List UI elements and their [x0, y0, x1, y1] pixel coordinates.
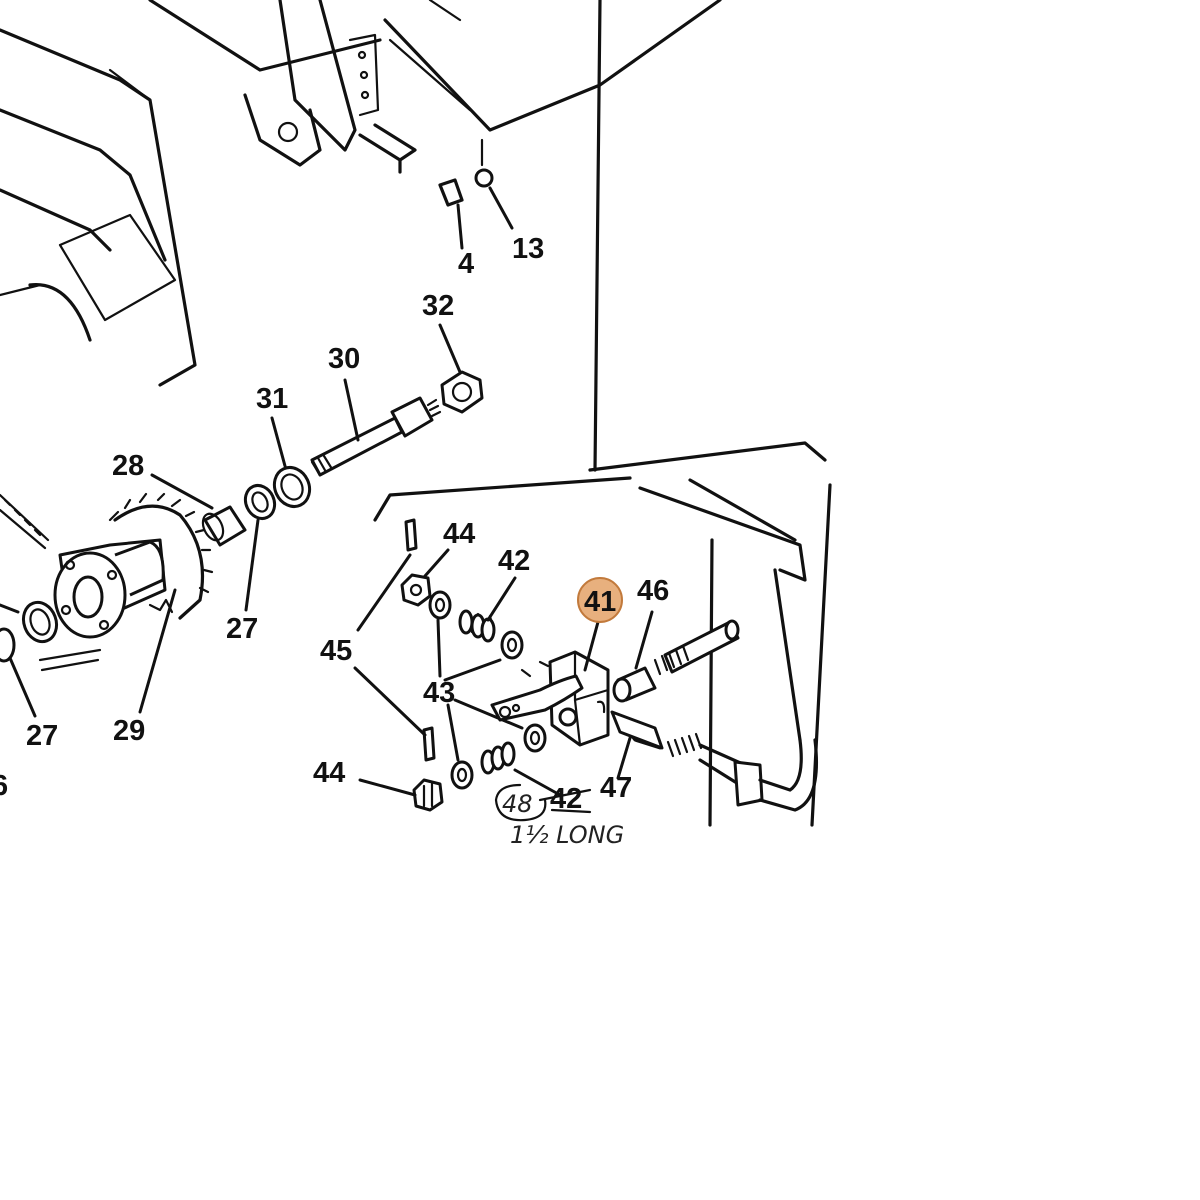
washer-43d: [450, 760, 474, 790]
callout-42-top: 42: [498, 545, 530, 577]
castle-nut-bottom: [412, 778, 444, 812]
callout-44-bottom: 44: [313, 757, 345, 789]
spring-42a: [458, 609, 496, 643]
callout-4: 4: [458, 248, 474, 280]
callout-41: 41: [584, 586, 616, 618]
callout-45: 45: [320, 635, 352, 667]
castle-nut-top: [400, 573, 432, 607]
leader-44a: [423, 548, 450, 578]
cotter-pin-bottom: [422, 726, 436, 762]
leader-47: [616, 736, 632, 780]
callout-27b: 27: [26, 720, 58, 752]
callout-47: 47: [600, 772, 632, 804]
washer-43c: [523, 723, 547, 753]
spring-42b: [480, 741, 516, 775]
callout-13: 13: [512, 233, 544, 265]
callout-44-top: 44: [443, 518, 475, 550]
highlight-41: [577, 577, 623, 623]
chassis-plate: [148, 0, 827, 472]
callout-42-bottom: 42: [550, 783, 582, 815]
spacer-47: [610, 710, 664, 750]
handwritten-part-number: 48: [502, 790, 533, 818]
stud-upper: [653, 619, 740, 676]
leader-13: [488, 186, 514, 230]
callout-32: 32: [422, 290, 454, 322]
leader-4: [456, 203, 464, 250]
bushing-46: [612, 666, 657, 703]
leader-28: [150, 473, 214, 510]
leader-6: [0, 603, 20, 614]
leader-29: [138, 588, 177, 714]
leader-27b: [8, 656, 37, 718]
callout-31: 31: [256, 383, 288, 415]
leader-41: [583, 620, 600, 672]
washer-43a: [428, 590, 452, 620]
callout-30: 30: [328, 343, 360, 375]
callout-6: 6: [0, 770, 8, 802]
callout-27a: 27: [226, 613, 258, 645]
handwritten-annotation: [494, 783, 592, 822]
bearing-cup-27b: [0, 600, 59, 663]
leader-42b: [513, 768, 562, 797]
handwritten-note: 1½ LONG: [510, 821, 624, 849]
callout-43: 43: [423, 677, 455, 709]
leader-45a: [356, 553, 412, 632]
callout-46: 46: [637, 575, 669, 607]
frame-body: [0, 28, 197, 387]
cotter-pin-top: [404, 518, 418, 552]
leader-44b: [358, 778, 417, 797]
chain: [0, 493, 102, 672]
sprocket-29: [53, 492, 214, 639]
leader-43: [436, 618, 524, 762]
nut-32: [440, 370, 484, 414]
bearing-cone-27: [243, 483, 277, 521]
callout-28: 28: [112, 450, 144, 482]
leader-27a: [244, 518, 260, 612]
leader-32: [438, 323, 462, 374]
leader-45b: [353, 666, 427, 737]
pivot-bracket-41: [490, 650, 610, 747]
callout-29: 29: [113, 715, 145, 747]
leader-30: [343, 378, 360, 442]
seal-28: [201, 505, 247, 547]
spindle-30: [310, 396, 442, 477]
leader-42a: [486, 576, 517, 622]
bearing-31: [272, 466, 312, 508]
tie-rod: [666, 732, 819, 812]
leader-31: [270, 416, 287, 468]
washer-43b: [500, 630, 524, 660]
leader-46: [634, 610, 654, 670]
